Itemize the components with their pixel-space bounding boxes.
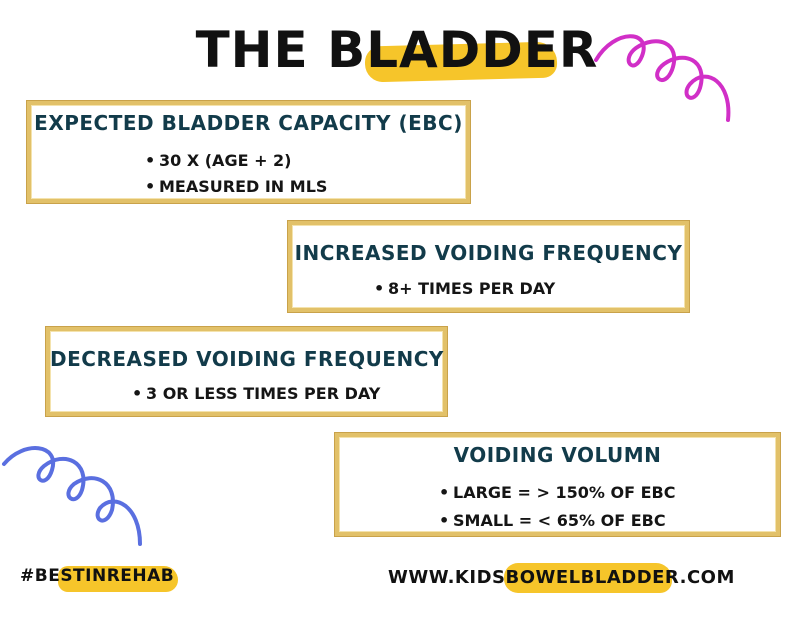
website-highlight [504, 563, 672, 593]
voiding-volume-box: VOIDING VOLUMN •LARGE = > 150% OF EBC •S… [335, 433, 780, 536]
volume-bullet-small: •SMALL = < 65% OF EBC [439, 511, 666, 530]
page-title: THE BLADDER [195, 21, 599, 79]
blue-spiral-icon [2, 446, 142, 546]
increased-bullet: •8+ TIMES PER DAY [374, 279, 556, 298]
decreased-heading: DECREASED VOIDING FREQUENCY [50, 347, 444, 371]
ebc-box: EXPECTED BLADDER CAPACITY (EBC) •30 X (A… [27, 101, 470, 203]
volume-bullet-large: •LARGE = > 150% OF EBC [439, 483, 676, 502]
bullet-dot-icon: • [439, 511, 450, 530]
bullet-dot-icon: • [374, 279, 385, 298]
bullet-dot-icon: • [145, 177, 156, 196]
hashtag-highlight [58, 566, 178, 592]
increased-frequency-box: INCREASED VOIDING FREQUENCY •8+ TIMES PE… [288, 221, 689, 312]
ebc-bullet-units: •MEASURED IN MLS [145, 177, 328, 196]
website-link[interactable]: WWW.KIDSBOWELBLADDER.COM [388, 567, 735, 588]
decreased-frequency-box: DECREASED VOIDING FREQUENCY •3 OR LESS T… [46, 327, 447, 416]
bullet-dot-icon: • [132, 384, 143, 403]
bullet-dot-icon: • [145, 151, 156, 170]
ebc-bullet-formula: •30 X (AGE + 2) [145, 151, 292, 170]
increased-heading: INCREASED VOIDING FREQUENCY [294, 241, 683, 265]
ebc-heading: EXPECTED BLADDER CAPACITY (EBC) [34, 111, 463, 135]
volume-heading: VOIDING VOLUMN [453, 443, 662, 467]
magenta-spiral-icon [594, 34, 731, 122]
decreased-bullet: •3 OR LESS TIMES PER DAY [132, 384, 381, 403]
hashtag: #BESTINREHAB [20, 566, 175, 586]
bullet-dot-icon: • [439, 483, 450, 502]
